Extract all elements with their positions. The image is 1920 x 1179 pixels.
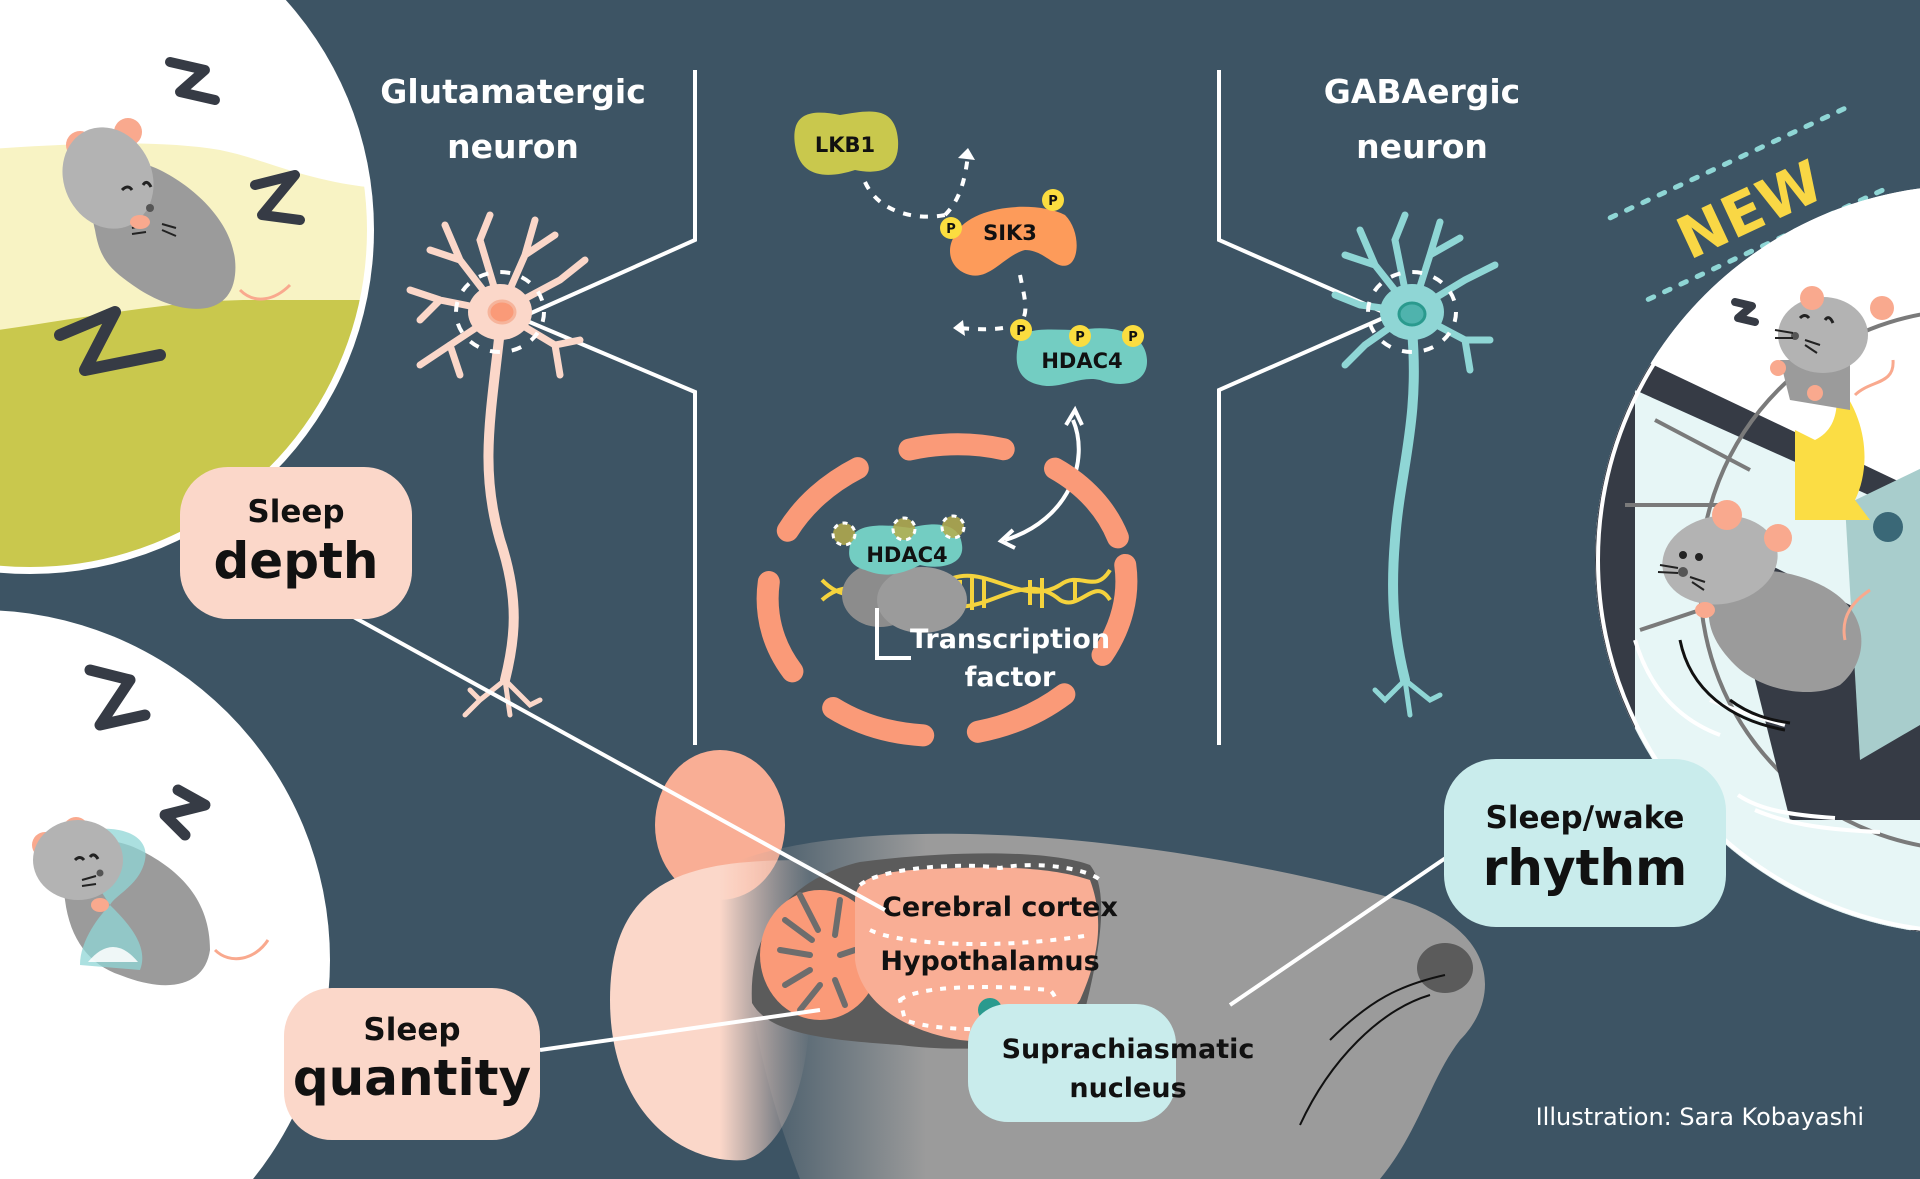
glutamatergic-zoom-lines: [514, 70, 697, 745]
scn-label-line2: nucleus: [1069, 1073, 1186, 1104]
whisker: [1329, 974, 1446, 1041]
zzz-icon: [84, 664, 211, 841]
callout-lines: [349, 613, 1452, 1052]
running-mouse-icon: [1657, 500, 1871, 693]
lkb1-protein: [794, 111, 899, 175]
sik3-protein: [950, 206, 1077, 276]
arrowhead-icon: [1064, 405, 1084, 427]
phospho-group-icon: P: [1042, 189, 1064, 211]
phospho-group-icon: P: [1122, 325, 1144, 347]
cerebrum: [855, 867, 1099, 1041]
gabaergic-nucleus: [1397, 301, 1427, 327]
phospho-group-icon: P: [1010, 319, 1032, 341]
wake-arrow-icon: [1795, 380, 1870, 520]
cerebellum-folds: [777, 892, 858, 1013]
phospho-group-icon: P: [1069, 325, 1091, 347]
meadow-dark: [0, 299, 370, 570]
sleep-quantity-line2: quantity: [293, 1049, 531, 1107]
sleep-depth-line1: Sleep: [247, 494, 344, 530]
glutamatergic-nucleus: [487, 299, 517, 325]
sleep-quantity-scene: [0, 610, 330, 1179]
glutamatergic-title-line1: Glutamatergic: [380, 72, 646, 111]
hourglass-mouse-icon: [32, 817, 270, 986]
arrowhead-icon: [953, 320, 965, 336]
whisker: [1299, 994, 1431, 1126]
phospho-group-icon: P: [940, 217, 962, 239]
mouse-cheek: [610, 860, 810, 1161]
arrowhead-icon: [997, 528, 1016, 550]
sleep-quantity-line1: Sleep: [363, 1012, 460, 1048]
sleep-wake-rhythm-line2: rhythm: [1483, 839, 1687, 897]
sleepy-mouse-icon: [1770, 286, 1895, 410]
glutamatergic-soma-outline: [454, 270, 546, 354]
sleeping-mouse-icon: [62, 118, 292, 309]
motion-line: [1678, 639, 1786, 732]
scn-label-line1: Suprachiasmatic: [1002, 1034, 1255, 1065]
zzz-icon: [1731, 298, 1759, 326]
hdac4-nucleus-label: HDAC4: [866, 543, 947, 567]
cortex-outline: [858, 863, 1102, 947]
hypothalamus-label: Hypothalamus: [880, 946, 1099, 977]
illustration-credit: Illustration: Sara Kobayashi: [1536, 1103, 1864, 1131]
transcription-factor-label-line1: Transcription: [910, 624, 1110, 655]
svg-text:P: P: [946, 222, 956, 237]
hdac4-nucleus-protein: [849, 524, 963, 575]
mouse-nose: [1417, 943, 1473, 993]
sleep-depth-callout: Sleep depth: [180, 467, 412, 619]
transcription-factor-label-line2: factor: [965, 662, 1056, 693]
sleep-quantity-callout: Sleep quantity: [284, 988, 540, 1140]
dephospho-site-icon: [831, 514, 966, 547]
arrowhead-icon: [958, 148, 975, 160]
gabaergic-title-line1: GABAergic: [1324, 72, 1520, 111]
glutamatergic-title-line2: neuron: [447, 127, 579, 166]
sleep-wake-rhythm-line1: Sleep/wake: [1486, 800, 1685, 836]
svg-text:P: P: [1048, 194, 1058, 209]
transcription-factor: [877, 567, 967, 633]
zzz-icon: [54, 57, 305, 376]
transcription-factor-pointer: [875, 608, 911, 660]
nuclear-envelope: [756, 433, 1138, 747]
cerebral-cortex-label: Cerebral cortex: [882, 892, 1118, 923]
hdac4-cytoplasm-protein: [1016, 328, 1148, 387]
sleep-wake-rhythm-callout: Sleep/wake rhythm: [1444, 759, 1726, 927]
gabaergic-zoom-lines: [1217, 70, 1395, 745]
svg-text:P: P: [1016, 324, 1026, 339]
gabaergic-soma-outline: [1366, 270, 1458, 354]
lkb1-to-sik3-arrow: [863, 181, 946, 219]
sik3-label: SIK3: [983, 221, 1037, 245]
motion-line: [1729, 698, 1791, 725]
sik3-release-arrow: [943, 154, 970, 217]
sleep-depth-line2: depth: [214, 532, 379, 590]
gabaergic-title-line2: neuron: [1356, 127, 1488, 166]
svg-text:P: P: [1075, 330, 1085, 345]
svg-text:P: P: [1128, 330, 1138, 345]
scn-callout: Suprachiasmatic nucleus: [968, 1004, 1254, 1122]
hdac4-cytoplasm-label: HDAC4: [1041, 349, 1122, 373]
lkb1-label: LKB1: [815, 133, 875, 157]
wheel-motion-lines: [1736, 793, 1881, 834]
